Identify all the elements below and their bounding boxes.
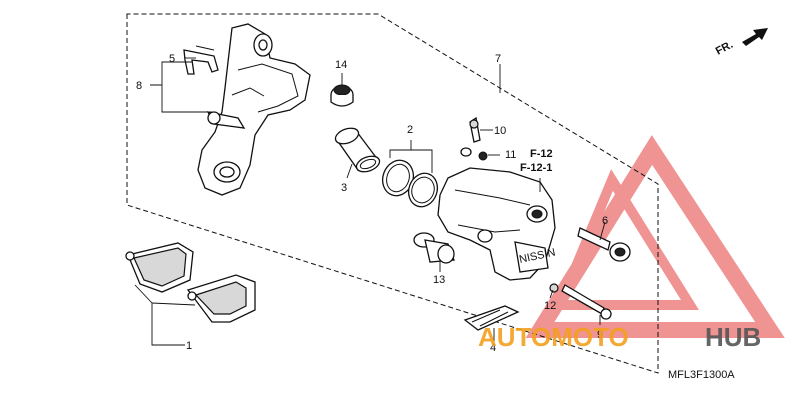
piston [334,127,381,173]
caliper-bracket [197,23,311,196]
pin-bolt [577,227,631,262]
svg-text:HUB: HUB [705,322,761,352]
callout-5: 5 [169,53,175,65]
slide-pin [413,232,455,264]
svg-text:AUTOMOTO: AUTOMOTO [478,322,629,352]
front-label: FR. [714,39,735,58]
callout-12: 12 [544,300,556,312]
callout-2: 2 [407,124,413,136]
callout-9: 9 [597,329,603,341]
front-arrow-icon [742,28,768,46]
pad-spring [463,305,520,331]
callout-14: 14 [335,59,347,71]
front-direction-indicator: FR. [714,28,768,58]
brake-pad-set [125,242,256,323]
diagram-code: MFL3F1300A [668,369,735,381]
watermark-text: AUTOMOTO HUB [478,322,761,352]
leader-lines [134,57,606,346]
callout-7: 7 [495,53,501,65]
callout-labels: 1 2 3 4 5 6 7 8 9 10 11 12 13 14 [136,53,608,354]
reference-labels: F-12 F-12-1 [520,148,553,174]
callout-10: 10 [494,125,506,137]
caliper-body: NISSIN [437,167,557,281]
ref-f12-1: F-12-1 [520,162,552,174]
bleeder-screw [460,116,488,161]
callout-4: 4 [490,342,496,354]
spring-clip [183,45,219,75]
callout-3: 3 [341,182,347,194]
callout-8: 8 [136,80,142,92]
callout-6: 6 [602,215,608,227]
pad-pin [549,283,612,320]
ref-f12: F-12 [530,148,553,160]
callout-1: 1 [186,340,192,352]
assembly-frame [126,13,659,374]
watermark-logo-triangle [525,135,785,338]
pin-boot [330,84,354,107]
callout-11: 11 [505,149,516,161]
piston-seals [381,159,439,208]
callout-13: 13 [433,274,445,286]
